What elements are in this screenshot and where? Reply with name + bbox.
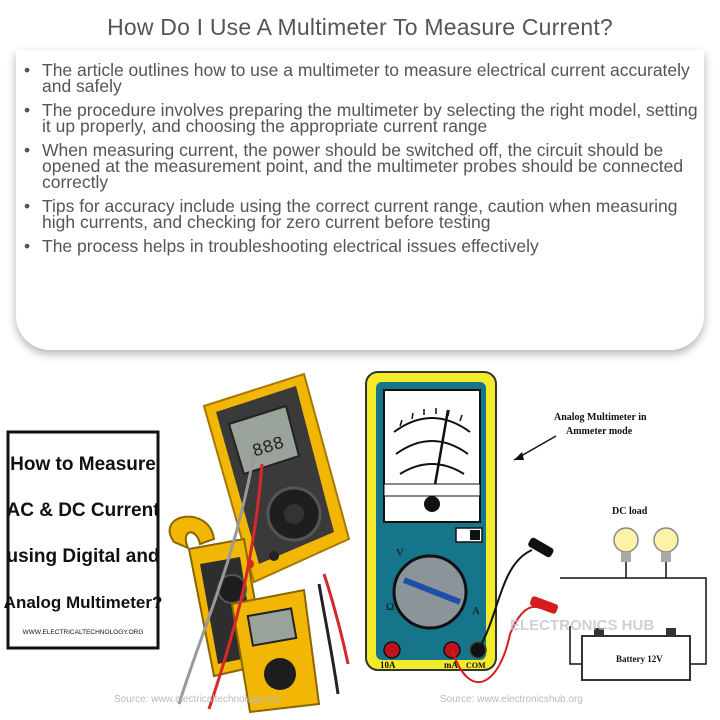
multimeter-photo-illustration: How to Measure AC & DC Current using Dig… [4, 364, 352, 714]
battery-label: Battery 12V [616, 654, 663, 664]
dial-pointer [402, 577, 462, 605]
watermark: ELECTRONICS HUB [510, 617, 654, 634]
circuit-wires [560, 562, 707, 665]
battery-icon [581, 635, 691, 681]
needle-pivot [424, 496, 440, 512]
bullet-text: When measuring current, the power should… [42, 140, 684, 192]
red-probe-lead [451, 605, 541, 684]
source-caption: Source: www.electricaltechnology.org [114, 694, 279, 705]
summary-list: •The article outlines how to use a multi… [24, 60, 700, 262]
jack-ma-label: mA [444, 660, 458, 670]
sign-board [6, 430, 160, 650]
sign-url: WWW.ELECTRICALTECHNOLOGY.ORG [23, 629, 144, 636]
jack-10a-icon [383, 641, 401, 659]
page-title: How Do I Use A Multimeter To Measure Cur… [107, 14, 613, 40]
bulb-icon [653, 527, 679, 562]
bullet-text: The procedure involves preparing the mul… [42, 100, 698, 136]
list-item: •The article outlines how to use a multi… [24, 60, 690, 96]
dc-load-label: DC load [612, 506, 648, 517]
dial-label-ohm: Ω [386, 601, 394, 613]
black-probe-lead [477, 549, 533, 651]
list-item: •The process helps in troubleshooting el… [24, 236, 539, 256]
summary-card [16, 50, 704, 350]
jack-10a-label: 10A [380, 660, 396, 670]
sign-line-3: using Digital and [6, 546, 159, 567]
source-caption: Source: www.electronicshub.org [440, 694, 583, 705]
dial-label-v: V [396, 547, 404, 559]
meter-scale-arcs [393, 417, 471, 475]
small-multimeter-icon [230, 588, 321, 714]
bullet-text: The article outlines how to use a multim… [42, 60, 690, 96]
meter-label-line2: Ammeter mode [566, 426, 633, 437]
probe-leads [177, 453, 350, 710]
bullet-text: Tips for accuracy include using the corr… [42, 196, 678, 232]
jack-com-label: COM [466, 661, 486, 670]
red-probe-icon [529, 596, 559, 614]
sign-line-2: AC & DC Current [6, 500, 160, 521]
sign-line-1: How to Measure [10, 454, 156, 475]
meter-label-line1: Analog Multimeter in [554, 412, 647, 423]
list-item: •The procedure involves preparing the mu… [24, 100, 698, 136]
ammeter-circuit-diagram: V Ω A 10A mA COM Analog Multimeter in Am… [360, 364, 716, 714]
dial-label-a: A [472, 605, 480, 617]
digital-multimeter-photo: How to Measure AC & DC Current using Dig… [4, 364, 352, 714]
list-item: •Tips for accuracy include using the cor… [24, 196, 678, 232]
bulb-icon [613, 527, 639, 562]
analog-multimeter-diagram: V Ω A 10A mA COM Analog Multimeter in Am… [360, 364, 716, 714]
digital-multimeter-icon: 888 [202, 372, 351, 584]
bullet-text: The process helps in troubleshooting ele… [42, 236, 539, 256]
sign-line-4: Analog Multimeter? [4, 593, 162, 612]
black-probe-icon [528, 537, 554, 558]
list-item: •When measuring current, the power shoul… [24, 140, 684, 192]
